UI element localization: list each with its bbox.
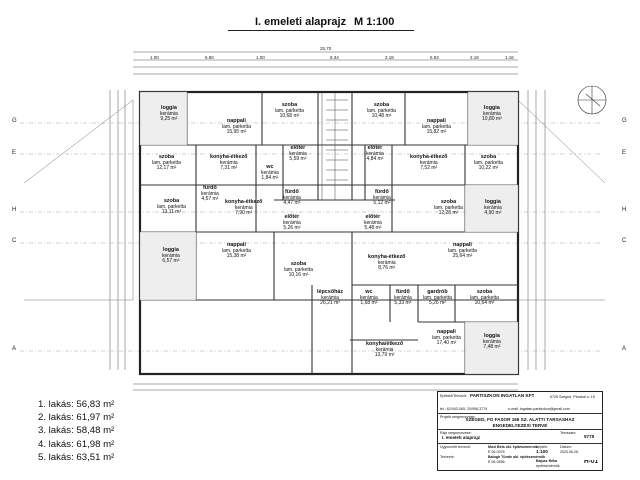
job-number: 5775 <box>584 435 595 439</box>
dimension: 6.90 <box>205 55 214 60</box>
project-subtitle: ENGEDÉLYEZÉSI TERVE <box>492 424 548 428</box>
client-tel: tel.: 62/443-065, 20/956-3779 <box>440 407 488 411</box>
titleblock-date: 2020.06.26. <box>560 450 579 454</box>
dimension: 2.18 <box>470 55 479 60</box>
axis-label-left-a: A <box>12 346 17 352</box>
designer: Mozi Béla okl. építészmérnök <box>488 445 538 449</box>
dimension-overall: 25,70 <box>320 46 332 51</box>
client-name: PARTISZKON INGATLAN KFT <box>470 394 535 398</box>
legend-item: 1. lakás: 56,83 m² <box>38 399 115 410</box>
project-name: SZEGED, FŐ FASOR 165 SZ. ALATTI TÁRSASHÁ… <box>465 418 575 422</box>
titleblock-scale: 1:100 <box>536 450 548 454</box>
interior-walls <box>140 92 518 374</box>
axis-label-right-g: G <box>622 118 627 124</box>
legend-item: 2. lakás: 61,97 m² <box>38 412 115 424</box>
grid-axes <box>20 122 600 352</box>
axis-label-left-g: G <box>12 118 17 124</box>
title-underline <box>228 30 414 31</box>
loggia-hatch <box>139 91 519 375</box>
dimension-lines <box>109 51 546 391</box>
client-email: e-mail: ingatlan.partiszkon@gmail.com <box>508 407 570 411</box>
dimension: 8.34 <box>330 55 339 60</box>
title-block-project-row: Projekt megnevezése: SZEGED, FŐ FASOR 16… <box>438 414 602 430</box>
axis-label-left-e: E <box>12 150 17 156</box>
axis-label-left-c: C <box>12 238 17 244</box>
outer-walls <box>138 90 520 376</box>
axis-label-left-h: H <box>12 207 17 213</box>
drawing-title: I. emeleti alaprajz <box>255 16 347 28</box>
drawing-scale: M 1:100 <box>354 16 395 28</box>
legend-item: 5. lakás: 63,51 m² <box>38 451 115 463</box>
title-block-designer-row: Ügyvezető tervező: Mozi Béla okl. építés… <box>440 445 599 468</box>
sheet-number: H-01 <box>584 460 599 464</box>
title-block-client-row: Építtető/Tervező: PARTISZKON INGATLAN KF… <box>438 392 602 414</box>
title-block: Építtető/Tervező: PARTISZKON INGATLAN KF… <box>437 391 603 471</box>
dimension: 1.00 <box>256 55 265 60</box>
staircase <box>321 92 348 200</box>
legend-item: 3. lakás: 58,48 m² <box>38 425 115 437</box>
designer-2: Balogh Tünde okl. építészmérnök <box>488 455 546 459</box>
client-address: 6726 Szeged, Pécskai u. 15 <box>550 395 595 399</box>
legend-item: 4. lakás: 61,98 m² <box>38 438 115 450</box>
dimension: 2.18 <box>385 55 394 60</box>
apartment-area-legend: 1. lakás: 56,83 m² 2. lakás: 61,97 m² 3.… <box>38 398 114 464</box>
title-block-drawing-row: Rajz megnevezése: I. emeleti alaprajz Te… <box>438 430 602 444</box>
drawing-name: I. emeleti alaprajz <box>442 436 481 440</box>
axis-label-right-a: A <box>622 346 627 352</box>
north-arrow-icon <box>577 85 607 115</box>
dimension: 5.93 <box>430 55 439 60</box>
axis-label-right-h: H <box>622 207 627 213</box>
axis-label-right-c: C <box>622 238 627 244</box>
dimension: 1.00 <box>150 55 159 60</box>
drafter: Bajusz Réka <box>536 459 558 463</box>
dimension: 1.16 <box>505 55 514 60</box>
axis-label-right-e: E <box>622 150 627 156</box>
